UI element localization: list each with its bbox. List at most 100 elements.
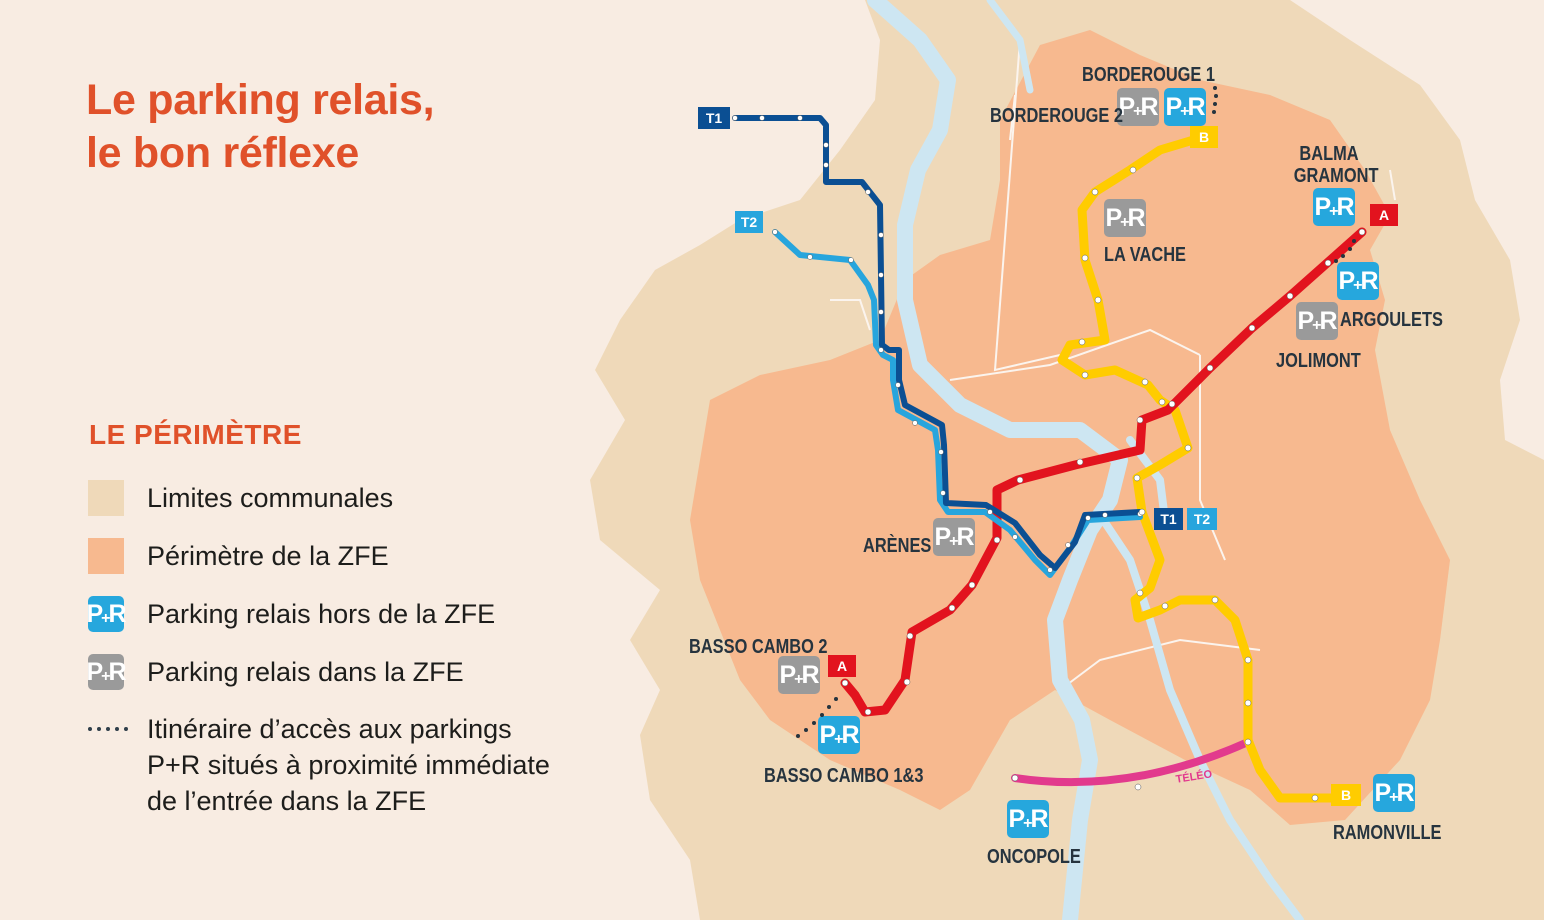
pr-glyph-plus: + bbox=[101, 668, 110, 685]
pr-glyph-plus: + bbox=[1180, 103, 1189, 120]
pr-borderouge-1: P+R bbox=[1164, 88, 1206, 126]
pr-glyph-plus: + bbox=[1353, 277, 1362, 294]
pr-glyph-r: R bbox=[1140, 92, 1158, 121]
station-dots bbox=[732, 115, 1366, 802]
access-dot bbox=[1334, 259, 1338, 263]
pr-glyph-r: R bbox=[1127, 203, 1145, 232]
pr-glyph-p: P bbox=[86, 599, 103, 628]
pr-glyph-r: R bbox=[956, 522, 974, 551]
pr-ramonville: P+R bbox=[1373, 774, 1415, 812]
pr-glyph-p: P bbox=[1008, 804, 1025, 833]
pr-la-vache: P+R bbox=[1104, 199, 1146, 237]
label-basso-cambo-1-3: BASSO CAMBO 1&3 bbox=[764, 765, 924, 787]
pr-glyph-r: R bbox=[841, 720, 859, 749]
legend-label-pr-outside: Parking relais hors de la ZFE bbox=[147, 599, 496, 629]
pr-glyph-r: R bbox=[108, 599, 126, 628]
access-dot bbox=[1213, 102, 1217, 106]
access-dot bbox=[834, 697, 838, 701]
pr-glyph-r: R bbox=[108, 657, 126, 686]
line-badge-b-south: B bbox=[1331, 784, 1361, 806]
pr-glyph-p: P bbox=[86, 657, 103, 686]
pr-glyph-plus: + bbox=[1120, 214, 1129, 231]
line-badge-t2-west: T2 bbox=[735, 211, 763, 233]
label-jolimont: JOLIMONT bbox=[1276, 350, 1361, 372]
line-badge-a-east: A bbox=[1370, 204, 1398, 226]
label-ramonville: RAMONVILLE bbox=[1333, 822, 1442, 844]
access-dot bbox=[804, 728, 808, 732]
pr-glyph-p: P bbox=[1374, 778, 1391, 807]
access-dot bbox=[1352, 239, 1356, 243]
dotted-line-icon bbox=[88, 711, 128, 747]
pr-balma-gramont: P+R bbox=[1313, 188, 1355, 226]
label-la-vache: LA VACHE bbox=[1104, 244, 1186, 266]
pr-glyph-plus: + bbox=[1329, 203, 1338, 220]
label-gramont: GRAMONT bbox=[1293, 165, 1379, 187]
pr-glyph-p: P bbox=[1165, 92, 1182, 121]
label-borderouge-2: BORDEROUGE 2 bbox=[990, 105, 1124, 127]
pr-glyph-plus: + bbox=[1023, 815, 1032, 832]
label-arenes: ARÈNES bbox=[863, 535, 932, 557]
pr-glyph-p: P bbox=[779, 660, 796, 689]
legend-label-access: Itinéraire d’accès aux parkings P+R situ… bbox=[147, 711, 550, 819]
pr-argoulets: P+R bbox=[1337, 262, 1379, 300]
pr-jolimont: P+R bbox=[1296, 302, 1338, 340]
pr-glyph-plus: + bbox=[794, 671, 803, 688]
label-balma-gramont: BALMA GRAMONT bbox=[1293, 143, 1379, 187]
pr-glyph-r: R bbox=[1396, 778, 1414, 807]
legend-label-zfe: Périmètre de la ZFE bbox=[147, 541, 389, 571]
legend-item-zfe: Périmètre de la ZFE bbox=[88, 538, 389, 574]
line-badge-t1-terminus: T1 bbox=[1154, 508, 1183, 530]
legend-item-access: Itinéraire d’accès aux parkings P+R situ… bbox=[88, 711, 550, 819]
legend-item-pr-inside: P+R Parking relais dans la ZFE bbox=[86, 654, 464, 690]
pr-glyph-plus: + bbox=[1312, 317, 1321, 334]
legend-label-pr-inside: Parking relais dans la ZFE bbox=[147, 657, 464, 687]
page-title: Le parking relais, le bon réflexe bbox=[86, 74, 435, 180]
line-badge-b-north: B bbox=[1190, 126, 1218, 148]
legend-item-pr-outside: P+R Parking relais hors de la ZFE bbox=[86, 596, 496, 632]
river-garonne bbox=[867, 0, 1304, 920]
title-line-2: le bon réflexe bbox=[86, 129, 360, 177]
label-argoulets: ARGOULETS bbox=[1340, 309, 1443, 331]
pr-glyph-plus: + bbox=[949, 533, 958, 550]
teleo-line bbox=[1011, 738, 1252, 787]
label-basso-cambo-2: BASSO CAMBO 2 bbox=[689, 636, 828, 658]
pr-glyph-r: R bbox=[1319, 306, 1337, 335]
legend-item-communes: Limites communales bbox=[88, 480, 393, 516]
access-line-1: Itinéraire d’accès aux parkings bbox=[147, 714, 512, 744]
line-t1 bbox=[732, 115, 1143, 571]
access-line-2: P+R situés à proximité immédiate bbox=[147, 750, 550, 780]
access-dot bbox=[827, 705, 831, 709]
access-line-3: de l’entrée dans la ZFE bbox=[147, 786, 427, 816]
pr-basso-cambo-2: P+R bbox=[778, 656, 820, 694]
line-badge-t2-terminus: T2 bbox=[1187, 508, 1217, 530]
pr-inside-icon: P+R bbox=[86, 654, 127, 690]
pr-glyph-plus: + bbox=[834, 731, 843, 748]
pr-glyph-plus: + bbox=[1133, 103, 1142, 120]
zfe-swatch bbox=[88, 538, 124, 574]
pr-glyph-plus: + bbox=[101, 610, 110, 627]
pr-glyph-p: P bbox=[1118, 92, 1135, 121]
label-borderouge-1: BORDEROUGE 1 bbox=[1082, 64, 1216, 86]
label-balma: BALMA bbox=[1299, 143, 1359, 165]
line-badge-t1-north: T1 bbox=[698, 107, 730, 129]
pr-glyph-plus: + bbox=[1389, 789, 1398, 806]
pr-borderouge-2: P+R bbox=[1117, 88, 1159, 126]
legend-heading: LE PÉRIMÈTRE bbox=[89, 419, 302, 450]
pr-glyph-r: R bbox=[1187, 92, 1205, 121]
pr-basso-cambo-1-3: P+R bbox=[818, 716, 860, 754]
pr-glyph-p: P bbox=[1105, 203, 1122, 232]
pr-glyph-p: P bbox=[819, 720, 836, 749]
pr-glyph-p: P bbox=[934, 522, 951, 551]
access-dot bbox=[812, 721, 816, 725]
access-dot bbox=[1214, 94, 1218, 98]
access-dot bbox=[820, 713, 824, 717]
communes-swatch bbox=[88, 480, 124, 516]
pr-outside-icon: P+R bbox=[86, 596, 127, 632]
pr-glyph-r: R bbox=[801, 660, 819, 689]
access-dot bbox=[1212, 110, 1216, 114]
access-dot bbox=[1341, 254, 1345, 258]
legend-label-communes: Limites communales bbox=[147, 483, 394, 513]
access-dot bbox=[1213, 86, 1217, 90]
